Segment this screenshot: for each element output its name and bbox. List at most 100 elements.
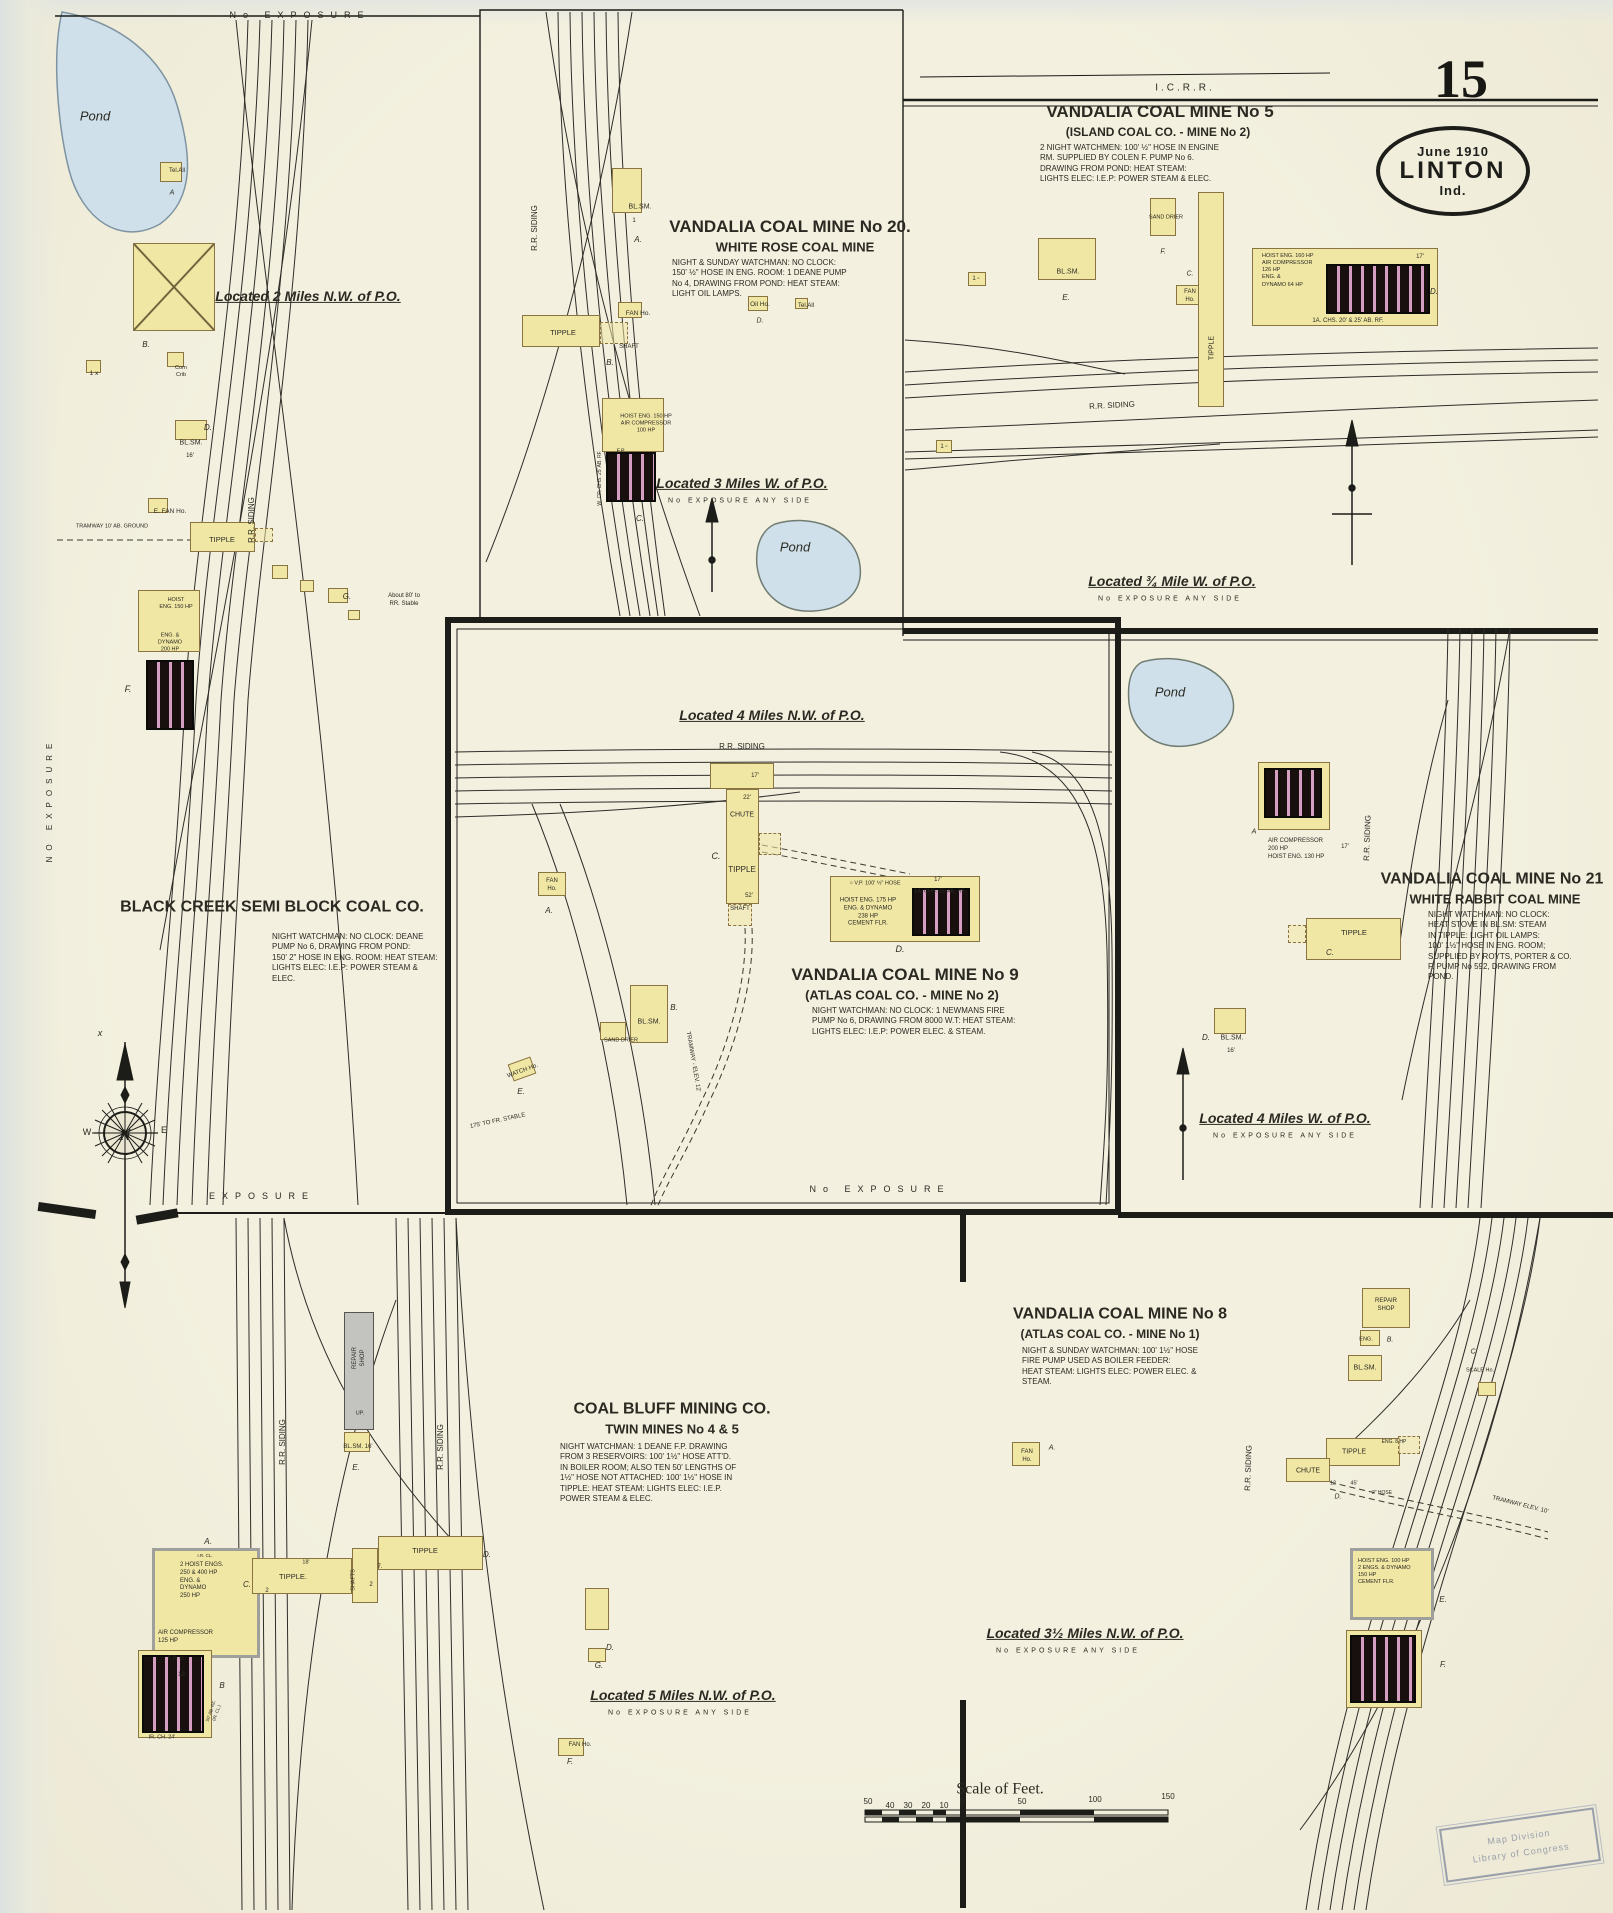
map-label: E.: [352, 1462, 360, 1472]
map-label: C.: [1186, 270, 1194, 278]
oil-house: [748, 296, 768, 311]
building: [585, 1588, 609, 1630]
rr-siding-label: R.R. SIDING: [529, 205, 539, 251]
shaft: [352, 1548, 378, 1603]
date-stamp: June 1910 LINTON Ind.: [1376, 126, 1530, 216]
mine-subtitle: TWIN MINES No 4 & 5: [605, 1421, 739, 1437]
map-label: BL.SM.: [1220, 1034, 1244, 1042]
pond-label: Pond: [1154, 684, 1186, 700]
map-label: G.: [342, 591, 352, 601]
rr-siding-label: R.R. SIDING: [719, 741, 765, 751]
map-label: Corn Crib: [175, 364, 187, 378]
scale-tick: 100: [1088, 1794, 1102, 1804]
map-label: G.: [594, 1660, 604, 1670]
building: [710, 763, 774, 789]
exposure-note: No EXPOSURE ANY SIDE: [996, 1647, 1140, 1655]
railroad-tracks: [149, 11, 1599, 1911]
blacksmith: [1348, 1355, 1382, 1381]
map-label: C.: [1470, 1348, 1478, 1356]
north-arrow: [1332, 419, 1372, 565]
located-note: Located 4 Miles W. of P.O.: [1199, 1109, 1371, 1126]
map-label: FAN Ho.: [568, 1742, 592, 1749]
scale-bar: [864, 1809, 1169, 1823]
building: [1288, 925, 1306, 943]
map-label: C.: [711, 851, 721, 862]
map-label: A.: [204, 1536, 212, 1546]
boiler-house: [606, 452, 656, 502]
fan-house: [1012, 1442, 1040, 1466]
repair-shop: [1362, 1288, 1410, 1328]
map-label: HOIST ENG. 175 HP ENG. & DYNAMO 238 HP C…: [839, 897, 897, 927]
company-notes: NIGHT WATCHMAN: NO CLOCK: DEANE PUMP No …: [272, 932, 438, 983]
building: [328, 588, 348, 603]
exposure-note: No EXPOSURE ANY SIDE: [668, 497, 812, 505]
map-label: 2 HOIST ENGS. 250 & 400 HP ENG. & DYNAMO…: [180, 1562, 224, 1600]
tipple: [252, 1558, 352, 1594]
corn-crib: [167, 352, 184, 367]
panel-borders: [37, 9, 1613, 1908]
railroad-label: I.C.R.R.: [1155, 82, 1215, 94]
exposure-note: No EXPOSURE ANY SIDE: [1213, 1132, 1357, 1140]
sand-drier: [600, 1022, 626, 1040]
compass-west: W: [82, 1127, 92, 1138]
map-label: D.: [895, 944, 905, 955]
shaft: [600, 322, 628, 344]
map-label: 17': [1341, 844, 1349, 851]
map-label: REPAIR SHOP: [1375, 1298, 1397, 1312]
map-label: D.: [204, 422, 212, 432]
date-stamp-state: Ind.: [1439, 182, 1467, 198]
scale-title: Scale of Feet.: [956, 1780, 1044, 1798]
map-label: BL.SM.: [1056, 268, 1080, 276]
map-label: E. FAN Ho.: [153, 507, 187, 515]
map-label: 1: [632, 218, 636, 225]
pond-shapes: [55, 11, 1235, 748]
map-label: E.: [1062, 292, 1070, 302]
map-label: 16': [1227, 1048, 1235, 1055]
map-label: TRAMWAY ELEV. 10': [1491, 1495, 1549, 1515]
map-label: 7.: [377, 1564, 383, 1571]
map-label: D.: [483, 1549, 491, 1559]
rr-siding-label: R.R. SIDING: [277, 1419, 287, 1465]
mine-subtitle: (ATLAS COAL CO. - MINE No 2): [805, 987, 999, 1003]
map-label: BL.SM.: [179, 439, 203, 447]
building: [348, 610, 360, 620]
building: [968, 272, 986, 286]
tipple: [522, 315, 600, 347]
map-label: E.: [1439, 1594, 1447, 1604]
engine-house: [602, 398, 664, 452]
map-label: SHAFT: [730, 906, 750, 913]
mine-title: VANDALIA COAL MINE No 8: [1013, 1305, 1227, 1323]
scale-tick: 0: [959, 1796, 965, 1806]
fan-house: [538, 872, 566, 896]
engine-house: [1350, 1548, 1434, 1620]
repair-shop: [344, 1312, 374, 1430]
map-label: 2: [265, 1588, 269, 1595]
located-note: Located ¾ Mile W. of P.O.: [1088, 572, 1256, 589]
rr-siding-label: R.R. SIDING: [246, 497, 256, 543]
map-label: HOIST ENG. 160 HP AIR COMPRESSOR 126 HP …: [1262, 253, 1314, 288]
map-label: A: [169, 189, 175, 197]
tipple: [378, 1536, 483, 1570]
map-label: 18': [302, 1559, 310, 1566]
map-label: D.: [1430, 286, 1438, 296]
scale-tick: 50: [1017, 1796, 1027, 1806]
building: [1398, 1436, 1420, 1454]
map-label: 52': [745, 893, 753, 900]
map-label: D.: [756, 317, 764, 325]
chute-tipple: [726, 789, 759, 904]
map-label: B: [219, 1680, 225, 1690]
date-stamp-city: LINTON: [1399, 157, 1507, 185]
mine-notes: NIGHT & SUNDAY WATCHMAN: 100' 1½" HOSE F…: [1022, 1346, 1198, 1387]
page-number: 15: [1434, 49, 1488, 109]
scale-tick: 40: [885, 1800, 895, 1810]
map-label: REPAIR SHOP: [352, 1347, 366, 1369]
map-label: 12: [1329, 1480, 1337, 1487]
map-label: BL.SM.: [1353, 1364, 1377, 1372]
map-label: F.P. ⊙: [167, 1656, 185, 1663]
svg-text:N: N: [118, 1127, 132, 1144]
map-label: FAN Ho.: [1184, 289, 1196, 303]
map-label: 1 ▫: [940, 444, 948, 451]
located-note: Located 2 Miles N.W. of P.O.: [215, 287, 401, 304]
map-label: 17': [751, 773, 759, 780]
